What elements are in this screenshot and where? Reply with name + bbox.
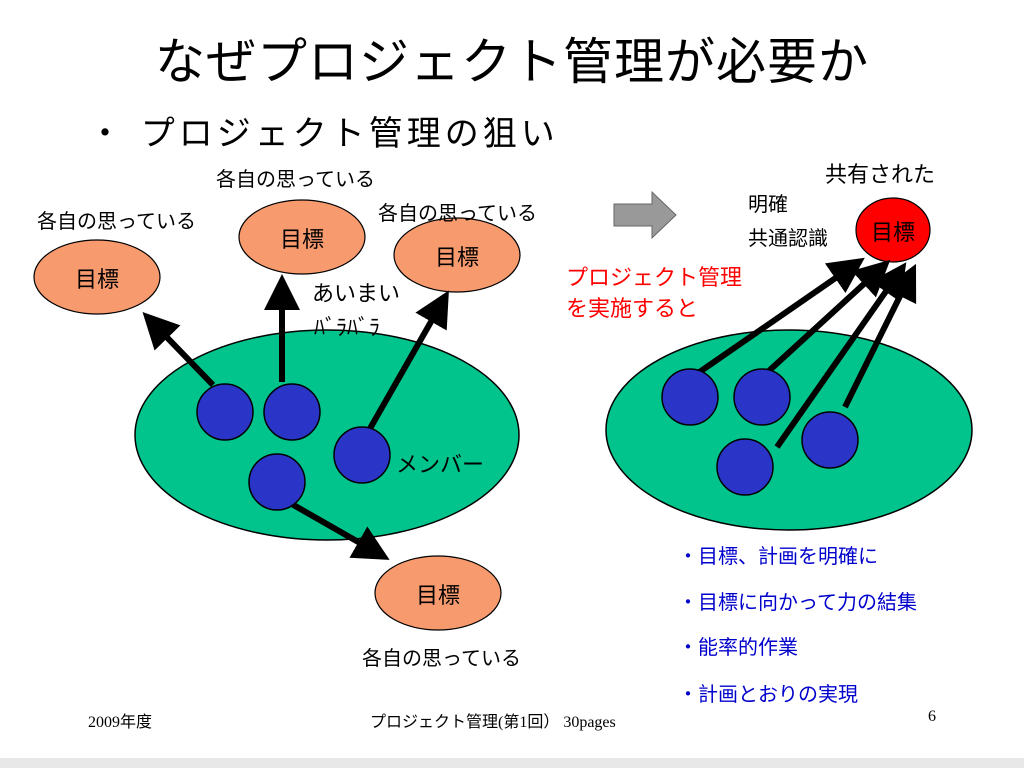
- footer-course: プロジェクト管理(第1回） 30pages: [370, 714, 616, 731]
- vague-label: あいまい: [312, 282, 401, 307]
- scattered-label: ﾊﾞﾗﾊﾞﾗ: [314, 316, 381, 341]
- caption-goal-top: 各自の思っている: [216, 167, 375, 191]
- member-circle: [733, 368, 791, 426]
- arrow-to-goal-left: [142, 312, 216, 388]
- slide-title: なぜプロジェクト管理が必要か: [155, 33, 869, 91]
- benefit-item: ・能率的作業: [678, 635, 798, 659]
- benefit-item: ・目標、計画を明確に: [678, 544, 878, 568]
- benefit-item: ・目標に向かって力の結集: [678, 590, 917, 614]
- goal-left-label: 目標: [74, 268, 119, 293]
- member-circle: [196, 383, 254, 441]
- members-label: メンバー: [396, 453, 485, 478]
- goal-bottom: [374, 555, 502, 631]
- footer-page-number: 6: [928, 708, 936, 725]
- goal-bottom-label: 目標: [415, 584, 460, 609]
- left-team-area: [134, 329, 520, 541]
- bottom-strip: [0, 758, 1024, 768]
- member-circle: [661, 368, 719, 426]
- shared-label: 共有された: [825, 163, 936, 188]
- arrow-to-shared-goal: [774, 262, 907, 449]
- arrow-to-goal-right: [365, 290, 449, 434]
- shared-goal-label: 目標: [870, 221, 915, 246]
- benefit-item: ・計画とおりの実現: [678, 682, 858, 706]
- goal-right: [393, 217, 521, 293]
- member-circle: [716, 438, 774, 496]
- member-circle: [333, 426, 391, 484]
- slide-subtitle: ・ プロジェクト管理の狙い: [88, 114, 559, 154]
- clear-label: 明確: [748, 192, 788, 216]
- transition-arrow: [613, 190, 677, 240]
- implement-label-line1: プロジェクト管理: [566, 266, 743, 291]
- goal-right-label: 目標: [434, 246, 479, 271]
- shared-goal: [855, 197, 931, 263]
- caption-goal-left: 各自の思っている: [37, 209, 196, 233]
- goal-left: [33, 239, 161, 315]
- arrow-to-goal-bottom: [288, 500, 390, 560]
- footer-year: 2009年度: [88, 714, 153, 731]
- member-circle: [248, 453, 306, 511]
- arrow-to-shared-goal: [686, 257, 865, 383]
- caption-goal-right: 各自の思っている: [378, 201, 537, 225]
- member-circle: [263, 383, 321, 441]
- caption-goal-bottom: 各自の思っている: [362, 646, 521, 670]
- member-circle: [801, 411, 859, 469]
- common-understanding-label: 共通認識: [748, 226, 828, 250]
- goal-top: [238, 199, 366, 275]
- arrow-to-shared-goal: [842, 263, 917, 409]
- implement-label-line2: を実施すると: [566, 297, 699, 322]
- goal-top-label: 目標: [279, 228, 324, 253]
